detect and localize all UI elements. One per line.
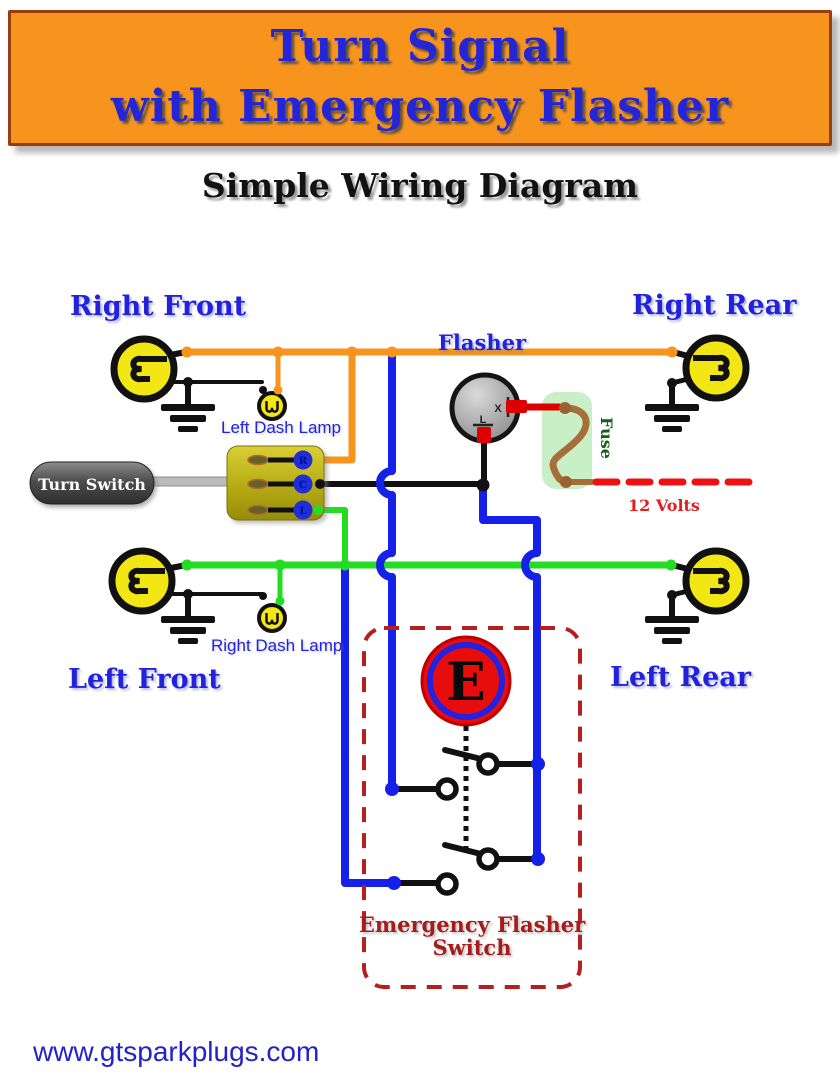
turn-switch-handle-label: Turn Switch: [38, 475, 146, 494]
upper-pole-contact[interactable]: [435, 777, 459, 801]
emergency-right-feed: [376, 348, 396, 793]
filament: [693, 354, 730, 382]
filament: [693, 567, 730, 595]
label-emergency-line2: Switch: [433, 935, 512, 960]
right-rear-bulb: [682, 334, 750, 402]
emergency-logo: E: [420, 635, 512, 727]
terminal-left-letter: L: [299, 506, 306, 517]
label-flasher: Flasher: [438, 330, 527, 355]
emergency-logo-letter: E: [446, 652, 486, 713]
label-left-rear: Left Rear: [610, 662, 752, 693]
fuse-terminals: [559, 402, 572, 488]
ground-symbols: [161, 404, 699, 644]
page-title-line2: with Emergency Flasher: [110, 81, 730, 132]
orange-junctions: [181, 346, 678, 395]
filament: [128, 567, 165, 595]
left-rear-bulb: [682, 547, 750, 615]
terminal-right[interactable]: [293, 450, 313, 470]
turn-switch-shaft: [151, 476, 231, 487]
emergency-switch-boundary: [362, 626, 582, 989]
upper-pole-pivot[interactable]: [476, 752, 500, 776]
ground-left-rear: [645, 616, 699, 644]
page-subtitle: Simple Wiring Diagram: [201, 166, 639, 205]
label-right-dash-lamp: Right Dash Lamp: [211, 636, 342, 655]
ground-left-front: [161, 616, 215, 644]
flasher-x-terminal: [506, 400, 527, 413]
green-wires: [183, 507, 675, 603]
green-junctions: [181, 505, 677, 606]
orange-wires: [183, 348, 676, 464]
lower-pole-pivot[interactable]: [476, 847, 500, 871]
blue-wires: [341, 348, 541, 887]
label-12-volts: 12 Volts: [628, 496, 700, 515]
junction-dots: [181, 346, 678, 890]
label-left-front: Left Front: [68, 664, 221, 695]
emergency-flasher-feed: [479, 482, 541, 863]
label-fuse: Fuse: [597, 417, 616, 459]
page-title-line1: Turn Signal: [270, 21, 570, 72]
filament: [265, 613, 279, 625]
flasher-x-label: X: [494, 403, 502, 415]
turn-switch: Turn Switch R C L: [29, 445, 325, 521]
filament: [130, 355, 167, 383]
terminal-left[interactable]: [293, 500, 313, 520]
right-front-bulb: [110, 335, 178, 403]
turn-switch-contacts: R C L: [247, 450, 313, 520]
left-dash-lamp-bulb: [257, 391, 287, 421]
label-emergency-line1: Emergency Flasher: [359, 912, 586, 937]
terminal-center-letter: C: [299, 480, 307, 491]
lower-pole-contact[interactable]: [435, 872, 459, 896]
emergency-left-feed: [341, 561, 396, 887]
emergency-switch-contacts: [435, 752, 500, 896]
ground-right-rear: [645, 404, 699, 432]
right-dash-lamp-bulb: [257, 603, 287, 633]
wires: [161, 348, 757, 887]
site-url-link[interactable]: www.gtsparkplugs.com: [33, 1036, 320, 1067]
label-left-dash-lamp: Left Dash Lamp: [221, 418, 341, 437]
turn-switch-handle[interactable]: [29, 461, 155, 505]
left-front-bulb: [108, 547, 176, 615]
flasher-can: X L: [449, 372, 527, 444]
title-banner: Turn Signal with Emergency Flasher: [8, 10, 832, 146]
label-right-front: Right Front: [70, 291, 247, 322]
blue-junctions: [385, 757, 545, 890]
black-junctions: [183, 377, 677, 600]
flasher-l-label: L: [480, 414, 487, 426]
label-right-rear: Right Rear: [632, 290, 797, 321]
terminal-right-letter: R: [299, 456, 308, 467]
fuse-element-wire: [549, 404, 590, 486]
terminal-center[interactable]: [293, 474, 313, 494]
diagram-labels: Right Front Right Rear Left Front Left R…: [68, 290, 797, 960]
flasher-l-terminal: [477, 427, 491, 443]
bulbs: [108, 334, 750, 633]
ground-right-front: [161, 404, 215, 432]
filament: [265, 401, 279, 413]
